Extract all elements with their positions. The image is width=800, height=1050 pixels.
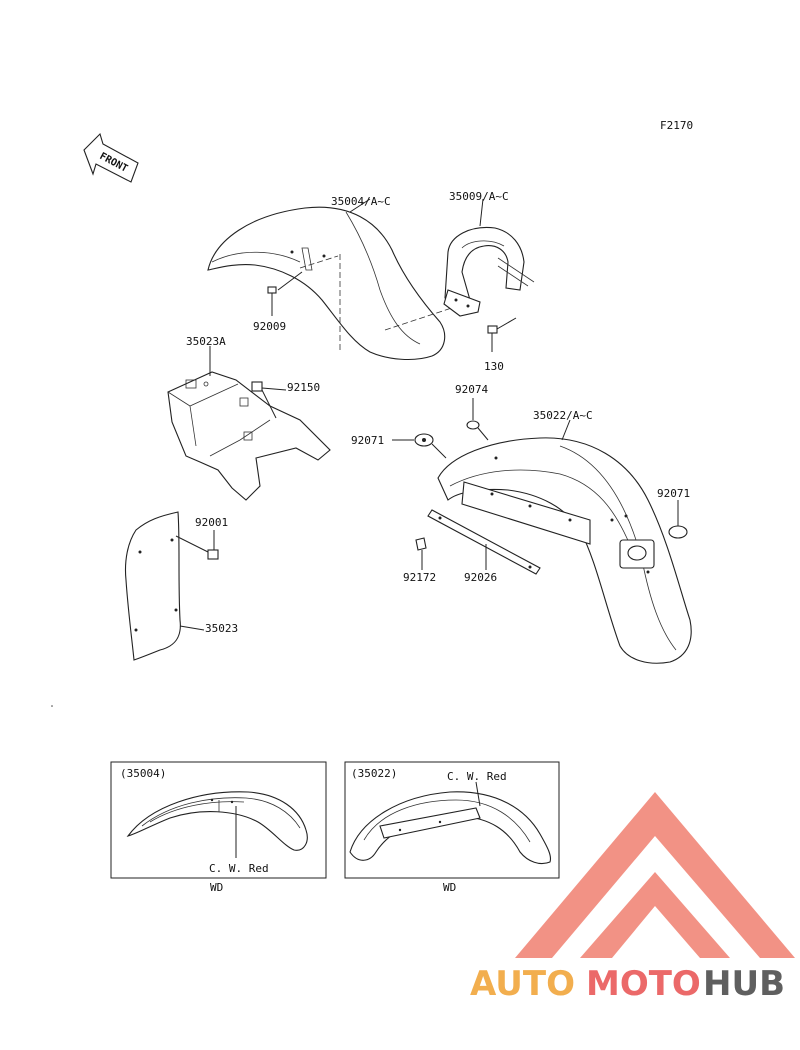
front-bracket: [443, 226, 535, 317]
bolt-130-icon: [487, 317, 517, 334]
watermark-moto: MOTO: [586, 964, 701, 1004]
clip-92172-icon: [415, 537, 427, 551]
callout-92150: 92150: [287, 381, 320, 394]
bolt-92001-icon: [175, 535, 219, 560]
mounting-strip: [427, 509, 541, 575]
callout-35023: 35023: [205, 622, 238, 635]
screw-92009-icon: [267, 286, 277, 300]
figure-code: F2170: [660, 119, 693, 132]
inset-rear-note: C. W. Red: [447, 770, 507, 783]
callout-92172: 92172: [403, 571, 436, 584]
callout-92071-right: 92071: [657, 487, 690, 500]
inset-front-fender: (35004) C. W. Red WD: [110, 761, 327, 894]
callout-35004: 35004/A~C: [331, 195, 391, 208]
inset-rear-fender: (35022) C. W. Red WD: [344, 761, 560, 894]
callout-92071-left: 92071: [351, 434, 384, 447]
inset-front-caption: WD: [210, 881, 223, 894]
front-fender: [207, 206, 471, 360]
callout-130: 130: [484, 360, 504, 373]
cap-92074-icon: [466, 420, 480, 430]
logo-triangle-icon: [515, 792, 795, 958]
watermark-logo: AUTO MOTO HUB: [470, 792, 795, 1004]
callout-92009: 92009: [253, 320, 286, 333]
mud-flap: [124, 511, 181, 661]
rear-fender-frame: [167, 371, 331, 501]
nut-92150-icon: [251, 381, 263, 392]
rear-fender: [437, 437, 692, 664]
front-arrow-icon: FRONT: [83, 132, 139, 183]
callout-35009: 35009/A~C: [449, 190, 509, 203]
callout-92026: 92026: [464, 571, 497, 584]
callout-92001: 92001: [195, 516, 228, 529]
watermark-hub: HUB: [703, 964, 785, 1004]
grommet-left-icon: [414, 433, 434, 447]
callout-35023a: 35023A: [186, 335, 226, 348]
inset-front-note: C. W. Red: [209, 862, 269, 875]
watermark-auto: AUTO: [470, 964, 575, 1004]
inset-rear-part: (35022): [351, 767, 397, 780]
grommet-right-icon: [668, 525, 688, 539]
inset-rear-caption: WD: [443, 881, 456, 894]
callout-92074: 92074: [455, 383, 488, 396]
callout-35022: 35022/A~C: [533, 409, 593, 422]
inset-front-part: (35004): [120, 767, 166, 780]
